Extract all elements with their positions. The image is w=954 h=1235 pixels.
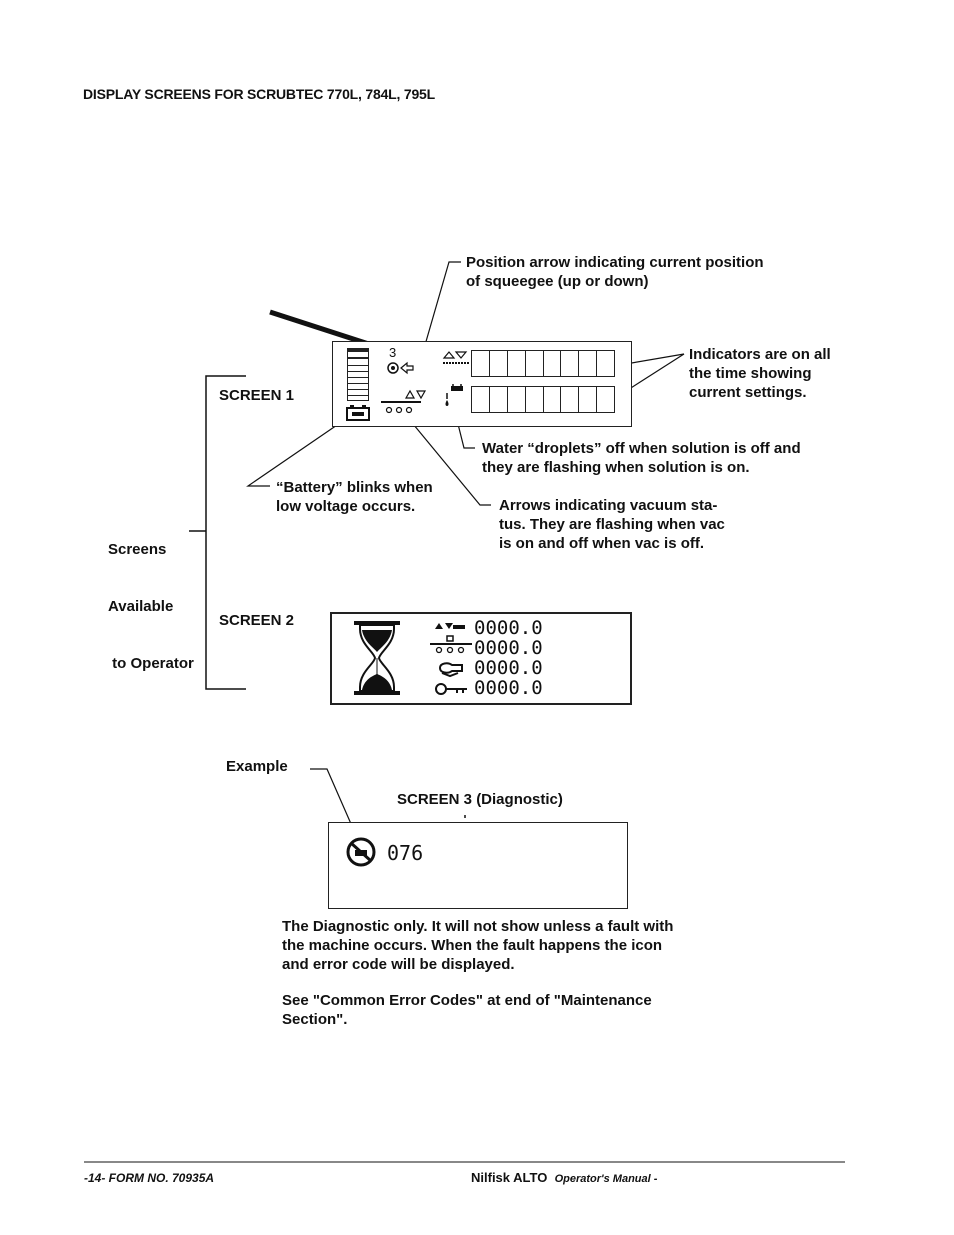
screen3-display: 076 <box>328 822 628 909</box>
footer-brand: Nilfisk ALTO <box>471 1170 548 1185</box>
squeegee-position-icon <box>404 389 427 400</box>
footer-form-number: -14- FORM NO. 70935A <box>84 1171 215 1185</box>
key-icon <box>435 683 467 695</box>
level-bar-meter <box>347 348 369 401</box>
vacuum-hours-readout: 0000.0 <box>474 637 543 659</box>
drive-hours-readout: 0000.0 <box>474 657 543 679</box>
battery-icon <box>346 405 370 421</box>
page-title: DISPLAY SCREENS FOR SCRUBTEC 770L, 784L,… <box>83 86 435 102</box>
screens-available-label: Screens Available to Operator <box>108 541 194 672</box>
error-code: 076 <box>387 841 424 865</box>
footer-manual-title: Nilfisk ALTO Operator's Manual - <box>471 1170 657 1185</box>
brush-hours-readout: 0000.0 <box>474 617 543 639</box>
screen1-label: SCREEN 1 <box>219 387 295 404</box>
screen3-label: SCREEN 3 (Diagnostic) <box>397 791 563 808</box>
screens-bracket <box>205 375 246 690</box>
vacuum-hours-icon <box>430 635 472 654</box>
battery-leader <box>246 422 341 487</box>
vacuum-callout: Arrows indicating vacuum sta- tus. They … <box>499 497 725 552</box>
position-arrow-callout: Position arrow indicating current positi… <box>466 254 764 290</box>
water-callout: Water “droplets” off when solution is of… <box>482 440 801 476</box>
water-tap-icon <box>445 384 463 406</box>
speed-arrow-icon <box>387 361 414 375</box>
fault-icon <box>346 837 376 867</box>
hourglass-icon <box>354 621 400 695</box>
screen2-label: SCREEN 2 <box>219 612 295 629</box>
solution-segment-bar <box>471 386 615 413</box>
battery-callout: “Battery” blinks when low voltage occurs… <box>276 479 433 515</box>
brush-hours-icon <box>435 623 465 629</box>
key-hours-readout: 0000.0 <box>474 677 543 699</box>
vacuum-leader <box>403 412 491 506</box>
screen1-digit: 3 <box>389 345 397 360</box>
indicators-callout: Indicators are on all the time showing c… <box>689 346 831 401</box>
example-leader <box>310 768 356 834</box>
see-also-note: See "Common Error Codes" at end of "Main… <box>282 992 652 1028</box>
drive-hours-icon <box>438 662 463 678</box>
diagnostic-note: The Diagnostic only. It will not show un… <box>282 918 674 973</box>
vacuum-icon <box>381 401 421 414</box>
screen2-display: 0000.0 0000.0 0000.0 0000.0 <box>330 612 632 705</box>
footer-manual: Operator's Manual - <box>554 1173 658 1185</box>
brush-arrows-icon <box>442 351 469 364</box>
screen1-display: 3 <box>332 341 632 427</box>
brush-segment-bar <box>471 350 615 377</box>
example-label: Example <box>226 758 288 775</box>
